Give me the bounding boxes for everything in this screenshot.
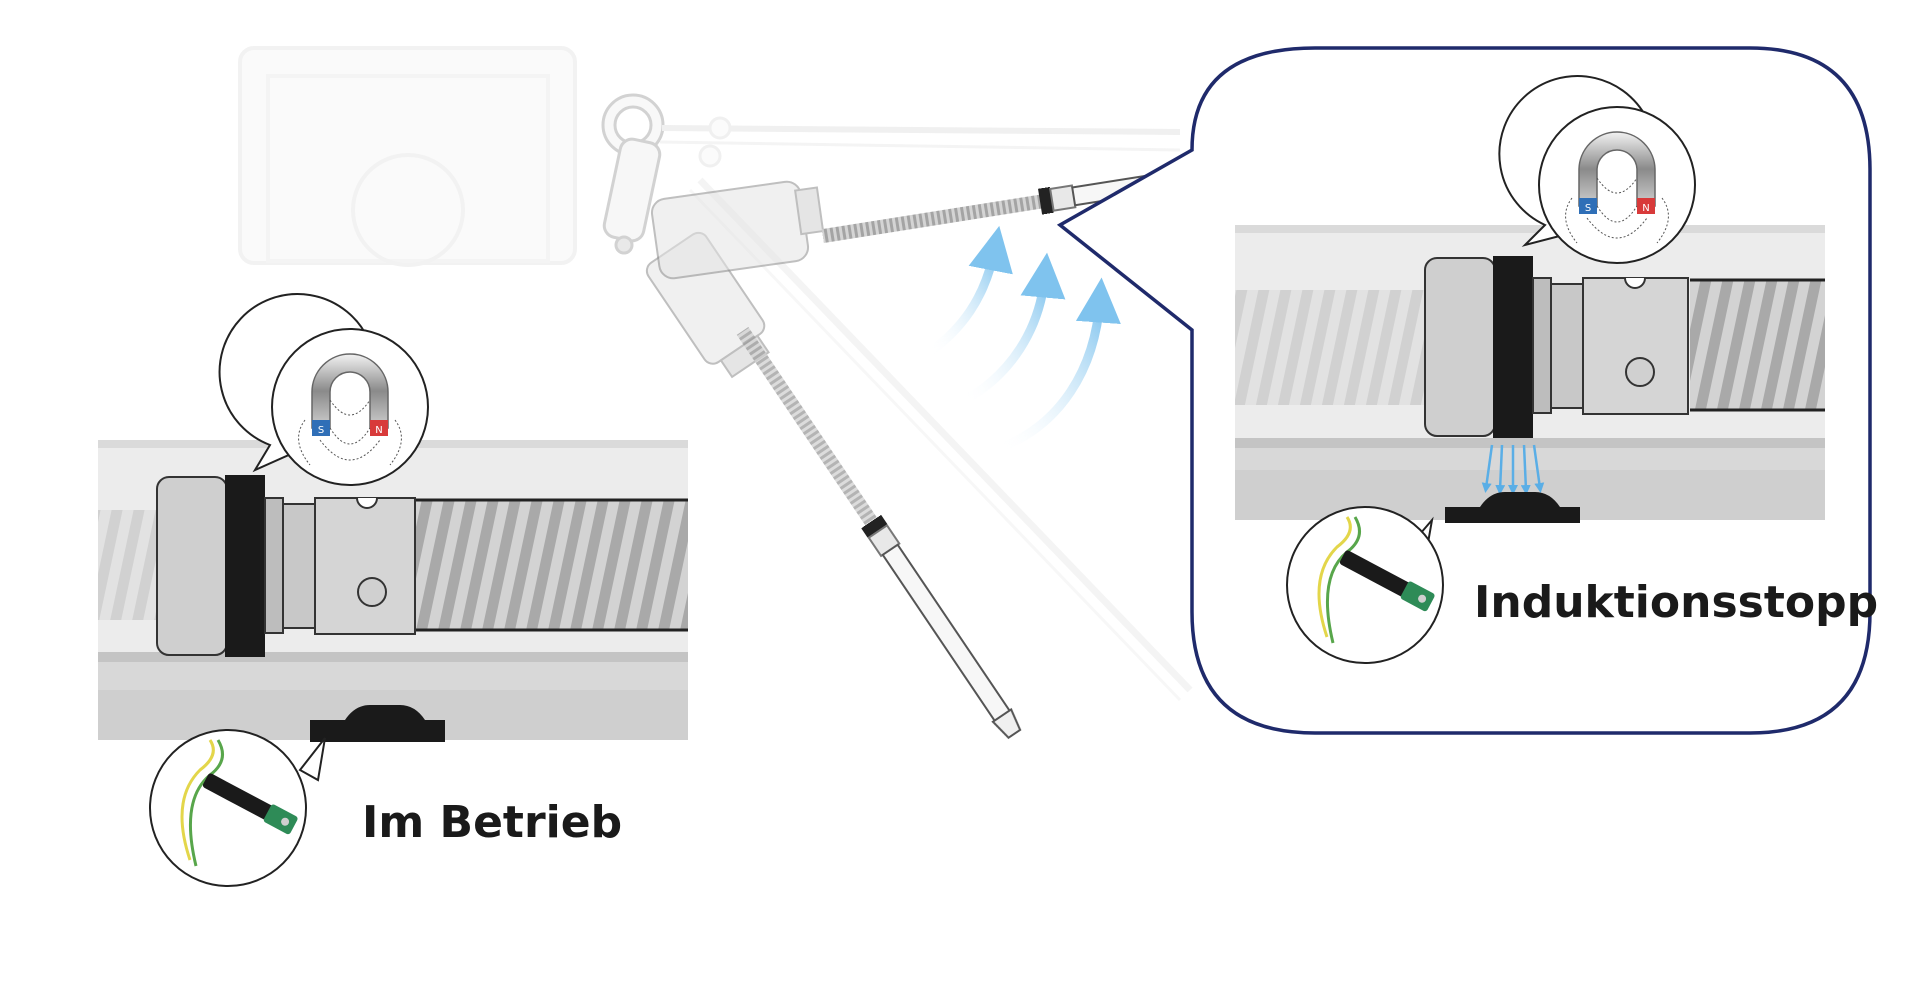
window-frame: [238, 46, 577, 267]
actuator-mount: [601, 93, 1181, 255]
reed-sensor-icon: [180, 739, 298, 867]
motion-arrows: [925, 225, 1121, 453]
state-label-induction-stop: Induktionsstopp: [1474, 577, 1878, 628]
north-pole-label: N: [1642, 203, 1649, 214]
sensor-mount: [1445, 492, 1580, 523]
motion-arrow-icon: [960, 252, 1066, 405]
magnet-band: [1493, 256, 1533, 438]
actuator-upper: [650, 167, 1195, 280]
callout-induction-stop: S N: [1056, 46, 1878, 735]
background-scene: [238, 46, 1193, 702]
magnet-carriage: [1424, 256, 1689, 438]
lead-screw: [1235, 290, 1425, 405]
sensor-bubble: [149, 729, 326, 887]
reed-sensor-icon: [1317, 516, 1435, 644]
motion-arrow-icon: [925, 225, 1013, 357]
motion-arrow-icon: [995, 277, 1121, 453]
sensor-bubble: [1286, 506, 1444, 664]
magnet-band: [225, 475, 265, 657]
magnet-carriage: [156, 475, 416, 657]
lead-screw: [1690, 280, 1825, 410]
field-arrows: [1481, 444, 1545, 495]
lead-screw: [98, 510, 158, 620]
sensor-mount: [310, 705, 445, 742]
south-pole-label: S: [1585, 203, 1591, 214]
actuator-lower: [645, 231, 1022, 740]
magnet-bubble: S N: [1498, 75, 1696, 264]
magnet-bubble: S N: [218, 293, 429, 486]
horseshoe-magnet-icon: S N: [298, 353, 402, 466]
lead-screw: [415, 500, 688, 630]
horseshoe-magnet-icon: S N: [1565, 131, 1669, 244]
north-pole-label: N: [375, 425, 382, 436]
south-pole-label: S: [318, 425, 324, 436]
state-label-operating: Im Betrieb: [362, 797, 622, 848]
